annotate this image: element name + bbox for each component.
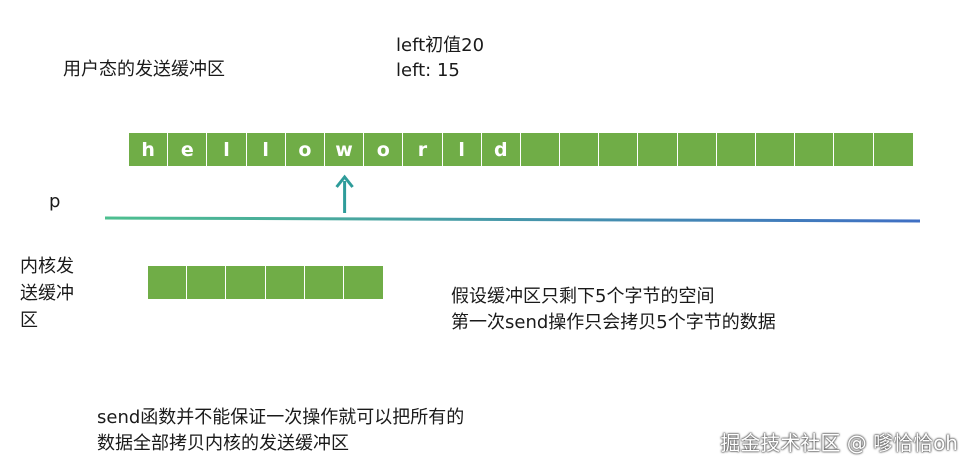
kernel-buffer-cell-1 (187, 266, 227, 299)
user-buffer-cell-9: d (481, 133, 521, 166)
pointer-arrow-head (335, 174, 354, 188)
baseline-divider (104, 216, 921, 223)
kernel-buffer-cell-0 (148, 266, 188, 299)
conclusion-line-2: 数据全部拷贝内核的发送缓冲区 (97, 433, 349, 454)
kernel-buffer-cell-4 (304, 266, 344, 299)
kernel-buffer-cell-3 (265, 266, 305, 299)
assumption-note: 假设缓冲区只剩下5个字节的空间 第一次send操作只会拷贝5个字节的数据 (451, 284, 776, 336)
conclusion-line-1: send函数并不能保证一次操作就可以把所有的 (97, 407, 465, 428)
user-buffer-cell-18 (834, 133, 874, 166)
user-buffer-cell-11 (560, 133, 600, 166)
user-buffer-cell-0: h (129, 133, 169, 166)
kernel-buffer-cell-2 (226, 266, 266, 299)
left-current-text: left: 15 (396, 60, 460, 81)
user-buffer-cell-15 (716, 133, 756, 166)
assumption-line-2: 第一次send操作只会拷贝5个字节的数据 (451, 312, 776, 333)
user-buffer-cell-7: r (403, 133, 443, 166)
user-buffer-label: 用户态的发送缓冲区 (63, 59, 225, 80)
user-buffer-cell-17 (795, 133, 835, 166)
user-buffer-cell-10 (520, 133, 561, 166)
conclusion-note: send函数并不能保证一次操作就可以把所有的 数据全部拷贝内核的发送缓冲区 (97, 405, 464, 457)
user-buffer-cell-6: o (364, 133, 404, 166)
watermark: 掘金技术社区 @ 嗲恰恰oh (720, 431, 958, 455)
user-buffer-cell-12 (599, 133, 639, 166)
assumption-line-1: 假设缓冲区只剩下5个字节的空间 (451, 286, 715, 307)
left-counter-info: left初值20 left: 15 (396, 33, 484, 83)
left-initial-text: left初值20 (396, 35, 485, 56)
kernel-buffer (148, 266, 384, 299)
user-buffer-cell-1: e (168, 133, 208, 166)
user-buffer-cell-4: o (285, 133, 325, 166)
pointer-label: p (49, 191, 61, 212)
kernel-buffer-cell-5 (343, 266, 384, 299)
user-buffer-cell-5: w (324, 133, 365, 166)
user-buffer-cell-19 (873, 133, 913, 166)
user-buffer-cell-8: l (442, 133, 482, 166)
user-buffer-cell-3: l (246, 133, 286, 166)
user-buffer-cell-16 (756, 133, 796, 166)
user-buffer-cell-2: l (207, 133, 247, 166)
kernel-buffer-label: 内核发送缓冲区 (20, 256, 74, 331)
user-buffer-cell-14 (677, 133, 717, 166)
user-buffer-cell-13 (638, 133, 678, 166)
